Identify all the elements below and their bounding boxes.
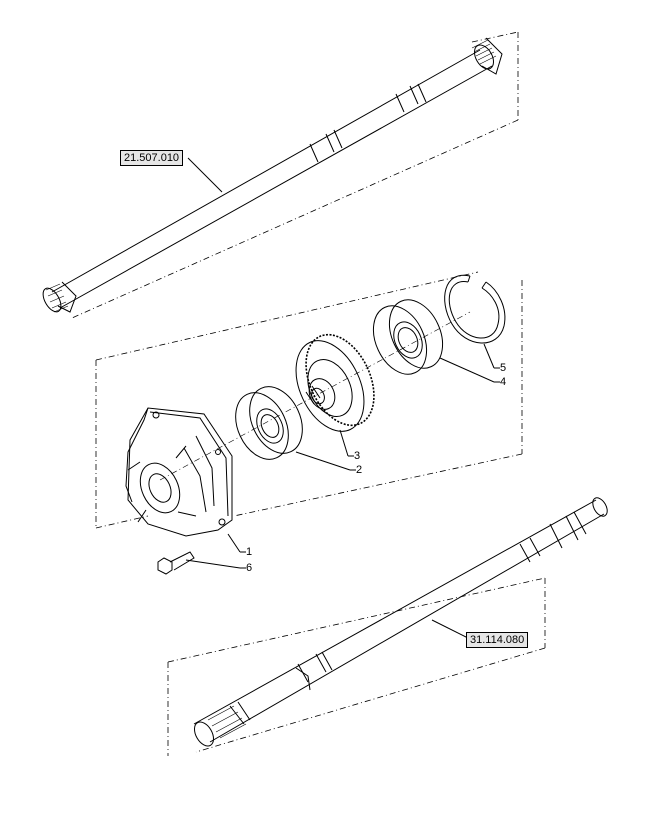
- leader-2: [296, 452, 350, 470]
- bolt: [158, 552, 194, 574]
- callout-2: 2: [356, 464, 363, 476]
- assembly-enclosure: [96, 272, 522, 528]
- leader-4: [440, 358, 494, 382]
- snap-ring: [445, 275, 505, 343]
- upper-shaft-enclosure: [72, 32, 518, 318]
- bearing-4: [363, 291, 453, 383]
- lower-shaft: [191, 495, 611, 749]
- housing: [126, 408, 232, 536]
- lower-shaft-enclosure: [168, 578, 545, 756]
- callout-4: 4: [500, 376, 507, 388]
- callout-5: 5: [500, 362, 507, 374]
- callout-1: 1: [246, 546, 253, 558]
- leader-5: [484, 344, 494, 368]
- gear: [283, 324, 388, 442]
- reference-label-upper-shaft[interactable]: 21.507.010: [120, 150, 184, 166]
- bearing-2: [225, 378, 312, 468]
- callout-3: 3: [354, 450, 361, 462]
- leader-1: [228, 534, 240, 552]
- leader-6: [186, 560, 240, 568]
- lower-reference-leader: [432, 620, 468, 638]
- reference-label-lower-shaft[interactable]: 31.114.080: [466, 632, 529, 648]
- upper-shaft: [39, 38, 502, 315]
- leader-3: [340, 430, 348, 456]
- upper-reference-leader: [188, 158, 222, 192]
- callout-6: 6: [246, 562, 253, 574]
